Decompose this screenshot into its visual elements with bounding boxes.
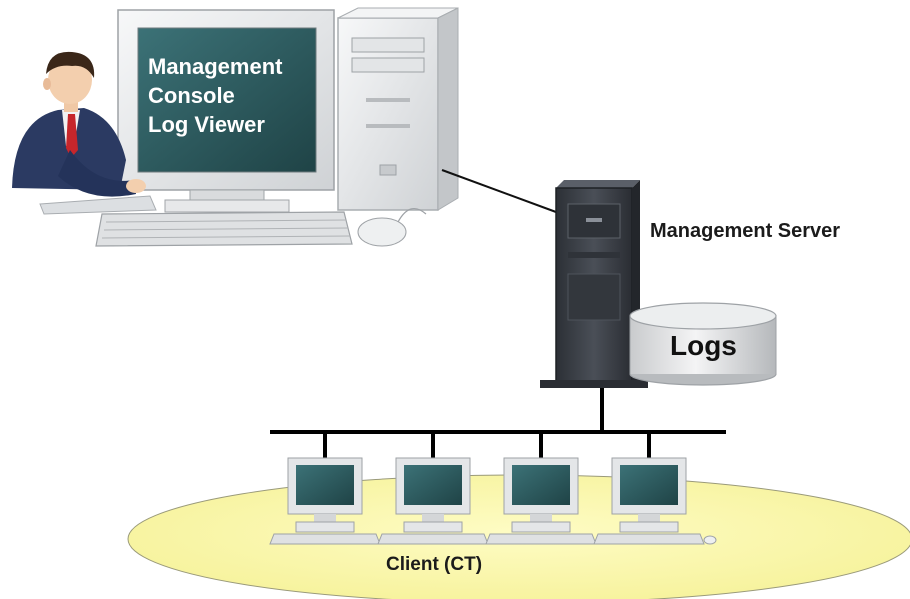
administrator-person: [12, 51, 157, 215]
client-pc-4: [593, 457, 717, 545]
management-monitor: [117, 9, 335, 213]
console-line-1: Management: [148, 54, 283, 79]
monitor-screen: [137, 27, 317, 173]
client-label: Client (CT): [386, 554, 483, 575]
console-screen-text: Management Console Log Viewer: [148, 52, 282, 139]
network-bus: [270, 388, 726, 458]
pc-tower: [337, 7, 459, 211]
keyboard: [95, 211, 353, 247]
logs-storage-cylinder: [629, 302, 777, 386]
client-pc-1: [269, 457, 393, 545]
logs-label: Logs: [670, 330, 737, 361]
management-server-label: Management Server: [650, 220, 841, 242]
mouse: [357, 217, 407, 247]
management-pc: [95, 7, 459, 247]
console-line-2: Console: [148, 83, 235, 108]
console-line-3: Log Viewer: [148, 112, 265, 137]
pc-server-link: [441, 169, 557, 213]
client-pc-2: [377, 457, 501, 545]
